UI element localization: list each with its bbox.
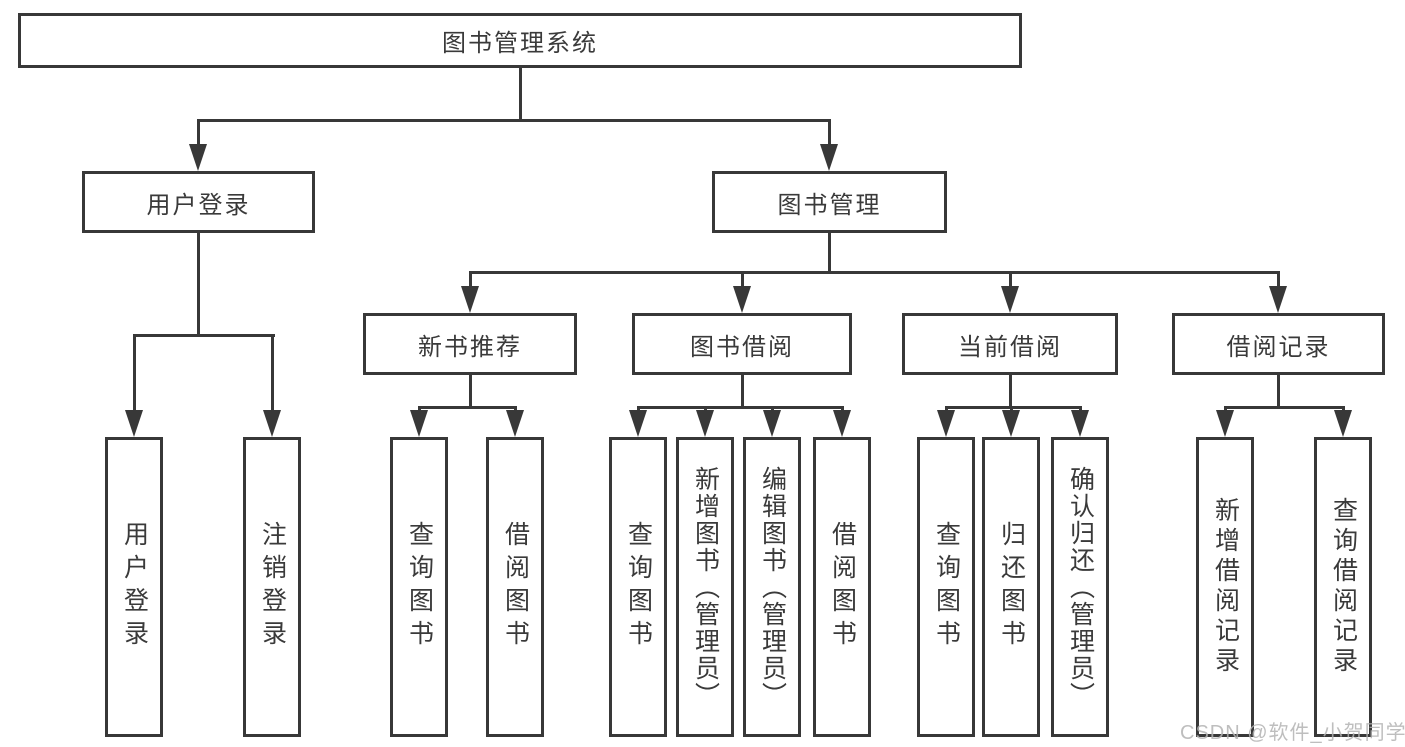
arrowhead-down-icon xyxy=(263,410,281,437)
connector-user-login-stem xyxy=(196,233,200,337)
node-user-login-leaf: 用户登录 xyxy=(105,437,163,737)
arrowhead-down-icon xyxy=(820,144,838,171)
node-label: 新增借阅记录 xyxy=(1211,497,1240,677)
arrowhead-down-icon xyxy=(629,410,647,437)
node-label: 确认归还（管理员） xyxy=(1066,465,1095,709)
connector-current-stem xyxy=(1008,375,1012,409)
arrowhead-down-icon xyxy=(1002,410,1020,437)
node-label: 图书管理 xyxy=(777,191,882,219)
node-user-login: 用户登录 xyxy=(82,171,315,233)
connector-drop-line xyxy=(132,334,136,416)
connector-user-login-branch xyxy=(132,334,275,337)
node-label: 查询借阅记录 xyxy=(1329,497,1358,677)
node-label: 用户登录 xyxy=(146,191,251,219)
arrowhead-down-icon xyxy=(461,286,479,313)
connector-records-stem xyxy=(1276,375,1280,409)
node-label: 注销登录 xyxy=(258,521,287,653)
node-label: 归还图书 xyxy=(997,521,1026,653)
node-borrowing-records: 借阅记录 xyxy=(1172,313,1385,375)
connector-current-branch xyxy=(944,406,1082,409)
node-borrow-books-recommend: 借阅图书 xyxy=(486,437,544,737)
node-confirm-return-admin: 确认归还（管理员） xyxy=(1051,437,1109,737)
node-add-borrow-record: 新增借阅记录 xyxy=(1196,437,1254,737)
arrowhead-down-icon xyxy=(1071,410,1089,437)
node-new-book-recommend: 新书推荐 xyxy=(363,313,577,375)
node-return-books: 归还图书 xyxy=(982,437,1040,737)
connector-root-stem xyxy=(518,68,522,122)
arrowhead-down-icon xyxy=(937,410,955,437)
arrowhead-down-icon xyxy=(733,286,751,313)
connector-drop-line xyxy=(270,334,274,416)
connector-book-mgmt-stem xyxy=(827,233,831,274)
node-label: 查询图书 xyxy=(405,521,434,653)
node-label: 查询图书 xyxy=(624,521,653,653)
node-logout-login: 注销登录 xyxy=(243,437,301,737)
node-query-books-borrowing: 查询图书 xyxy=(609,437,667,737)
node-borrow-books: 借阅图书 xyxy=(813,437,871,737)
arrowhead-down-icon xyxy=(410,410,428,437)
arrowhead-down-icon xyxy=(696,410,714,437)
connector-borrowing-stem xyxy=(740,375,744,409)
node-label: 借阅图书 xyxy=(501,521,530,653)
node-query-books-recommend: 查询图书 xyxy=(390,437,448,737)
connector-drop-line xyxy=(1008,271,1012,289)
arrowhead-down-icon xyxy=(1269,286,1287,313)
node-label: 编辑图书（管理员） xyxy=(758,465,787,709)
connector-drop-line xyxy=(468,271,472,289)
node-label: 用户登录 xyxy=(120,521,149,653)
node-book-management: 图书管理 xyxy=(712,171,947,233)
arrowhead-down-icon xyxy=(763,410,781,437)
connector-borrowing-branch xyxy=(636,406,844,409)
connector-records-branch xyxy=(1223,406,1345,409)
node-label: 图书管理系统 xyxy=(442,30,598,57)
node-label: 图书借阅 xyxy=(690,333,794,361)
node-label: 当前借阅 xyxy=(958,333,1062,361)
node-add-books-admin: 新增图书（管理员） xyxy=(676,437,734,737)
node-current-borrowing: 当前借阅 xyxy=(902,313,1118,375)
arrowhead-down-icon xyxy=(506,410,524,437)
node-query-borrow-record: 查询借阅记录 xyxy=(1314,437,1372,737)
arrowhead-down-icon xyxy=(189,144,207,171)
node-label: 查询图书 xyxy=(932,521,961,653)
arrowhead-down-icon xyxy=(1001,286,1019,313)
connector-book-mgmt-branch xyxy=(468,271,1280,274)
node-edit-books-admin: 编辑图书（管理员） xyxy=(743,437,801,737)
arrowhead-down-icon xyxy=(1216,410,1234,437)
node-label: 借阅图书 xyxy=(828,521,857,653)
connector-drop-line xyxy=(1276,271,1280,289)
node-label: 新增图书（管理员） xyxy=(691,465,720,709)
connector-recommend-stem xyxy=(468,375,472,409)
arrowhead-down-icon xyxy=(1334,410,1352,437)
connector-drop-line xyxy=(827,119,831,149)
connector-recommend-branch xyxy=(417,406,517,409)
node-query-books-current: 查询图书 xyxy=(917,437,975,737)
connector-drop-line xyxy=(196,119,200,149)
node-book-borrowing: 图书借阅 xyxy=(632,313,852,375)
arrowhead-down-icon xyxy=(125,410,143,437)
connector-drop-line xyxy=(740,271,744,289)
node-library-management-system: 图书管理系统 xyxy=(18,13,1022,68)
csdn-watermark: CSDN @软件_小贺同学 xyxy=(1180,722,1405,744)
connector-root-branch xyxy=(197,119,831,122)
node-label: 新书推荐 xyxy=(418,333,522,361)
node-label: 借阅记录 xyxy=(1226,333,1331,361)
arrowhead-down-icon xyxy=(833,410,851,437)
